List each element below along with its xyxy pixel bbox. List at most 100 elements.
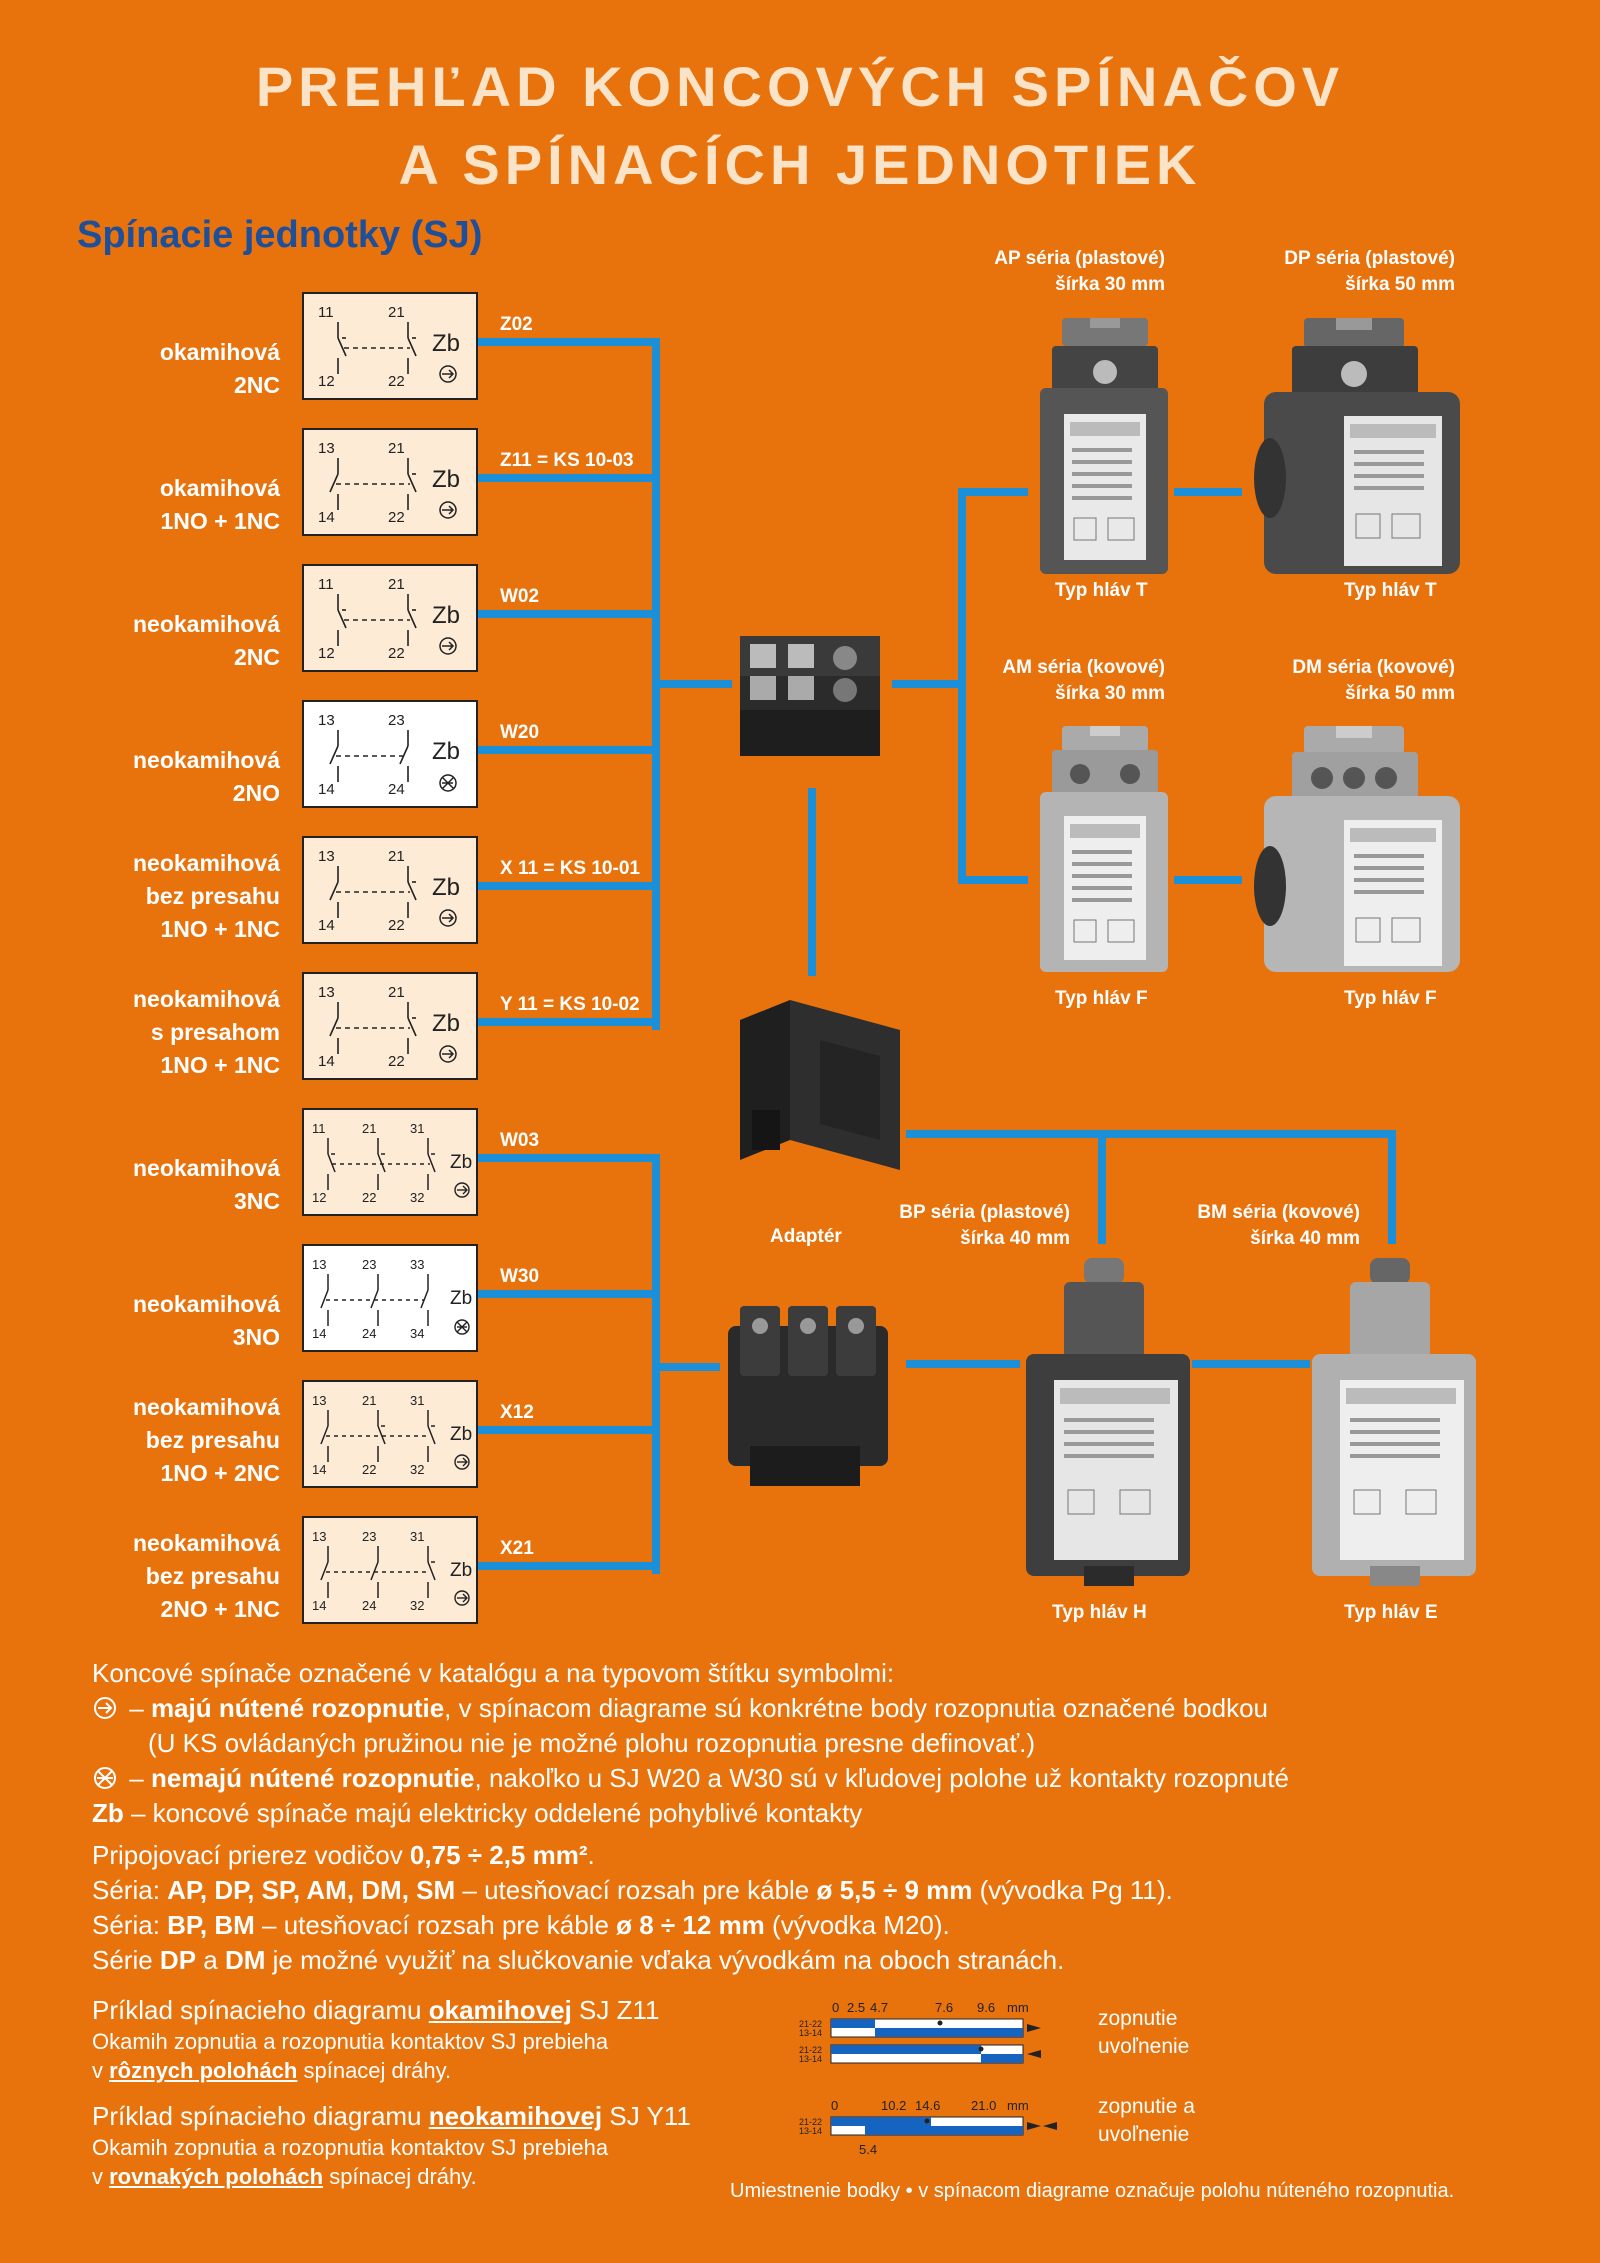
timeline-row-label: 13-14 bbox=[799, 2028, 822, 2038]
terminal-label: 22 bbox=[362, 1190, 376, 1205]
series-am-head: Typ hláv F bbox=[1055, 988, 1148, 1009]
param-series-bp: Séria: BP, BM – utesňovací rozsah pre ká… bbox=[92, 1910, 950, 1940]
terminal-label: 21 bbox=[362, 1393, 376, 1408]
unit-label-line: okamihová bbox=[159, 339, 280, 365]
series-dm-label: DM séria (kovové) šírka 50 mm bbox=[1205, 655, 1455, 707]
example-instant-line: Okamih zopnutia a rozopnutia kontaktov S… bbox=[92, 2029, 609, 2054]
terminal-label: 32 bbox=[410, 1190, 424, 1205]
timeline-tick: mm bbox=[1007, 2000, 1029, 2015]
contact-diagram-x12: 13 21 31 14 22 32 Zb bbox=[302, 1380, 478, 1488]
title-line-1: PREHĽAD KONCOVÝCH SPÍNAČOV bbox=[255, 55, 1345, 118]
example-instant-title: Príklad spínacieho diagramu okamihovej S… bbox=[92, 1995, 660, 2025]
notes-notforced-bold: nemajú nútené rozopnutie bbox=[150, 1763, 475, 1793]
unit-label-line: bez presahu bbox=[145, 883, 280, 909]
series-dp-head: Typ hláv T bbox=[1344, 580, 1437, 601]
unit-code: W20 bbox=[500, 722, 540, 743]
series-width: šírka 50 mm bbox=[1345, 683, 1455, 704]
notes-zb-rest: – koncové spínače majú elektricky oddele… bbox=[123, 1798, 863, 1828]
terminal-label: 12 bbox=[318, 373, 335, 390]
switch-ap-image bbox=[1040, 318, 1168, 574]
example-instant: Príklad spínacieho diagramu okamihovej S… bbox=[92, 1994, 732, 2085]
unit-label-line: neokamihová bbox=[133, 1394, 280, 1420]
unit-label-line: bez presahu bbox=[145, 1427, 280, 1453]
zb-mark: Zb bbox=[432, 602, 460, 629]
example-slow-line: Okamih zopnutia a rozopnutia kontaktov S… bbox=[92, 2135, 609, 2160]
section-heading: Spínacie jednotky (SJ) bbox=[77, 214, 483, 256]
terminal-label: 14 bbox=[318, 1053, 335, 1070]
notes-dash: – bbox=[129, 1693, 144, 1723]
unit-label: neokamihová 3NO bbox=[60, 1288, 280, 1354]
series-ap-label: AP séria (plastové) šírka 30 mm bbox=[915, 246, 1165, 298]
terminal-label: 22 bbox=[388, 645, 405, 662]
timeline-tick: 7.6 bbox=[935, 2000, 953, 2015]
unit-label: okamihová 2NC bbox=[60, 336, 280, 402]
terminal-label: 22 bbox=[388, 1053, 405, 1070]
terminal-label: 13 bbox=[312, 1529, 326, 1544]
unit-label-line: neokamihová bbox=[133, 747, 280, 773]
unit-label: neokamihová bez presahu 1NO + 1NC bbox=[60, 847, 280, 946]
terminal-label: 32 bbox=[410, 1598, 424, 1613]
zb-mark: Zb bbox=[450, 1288, 472, 1309]
unit-label-line: neokamihová bbox=[133, 1155, 280, 1181]
terminal-label: 13 bbox=[312, 1257, 326, 1272]
terminal-label: 21 bbox=[388, 848, 405, 865]
example-slow-line: v rovnakých polohách spínacej dráhy. bbox=[92, 2164, 477, 2189]
contact-diagram-w02: 11 21 12 22 Zb bbox=[302, 564, 478, 672]
notes-zb-bold: Zb bbox=[92, 1798, 124, 1828]
terminal-label: 21 bbox=[388, 440, 405, 457]
timeline-tick: 4.7 bbox=[870, 2000, 888, 2015]
timeline-tick: 2.5 bbox=[847, 2000, 865, 2015]
unit-label: neokamihová 3NC bbox=[60, 1152, 280, 1218]
unit-code: W30 bbox=[500, 1266, 540, 1287]
terminal-label: 11 bbox=[318, 576, 334, 593]
timeline-row-label: 21-22 bbox=[799, 2045, 822, 2055]
unit-label-line: 1NO + 1NC bbox=[160, 916, 280, 942]
terminal-label: 12 bbox=[318, 645, 335, 662]
unit-code: X12 bbox=[500, 1402, 534, 1423]
param-looping: Série DP a DM je možné využiť na slučkov… bbox=[92, 1945, 1065, 1975]
forced-opening-icon bbox=[439, 501, 457, 519]
switching-timeline-y11: 0 10.2 14.6 21.0 mm 5.4 21-22 13-14 bbox=[799, 2098, 1057, 2156]
timeline2-labels: zopnutie a uvoľnenie bbox=[1098, 2093, 1195, 2149]
unit-label-line: 2NO + 1NC bbox=[160, 1596, 280, 1622]
timeline-tick: 0 bbox=[831, 2098, 838, 2113]
terminal-label: 11 bbox=[312, 1121, 326, 1136]
forced-opening-icon bbox=[454, 1182, 470, 1198]
zb-mark: Zb bbox=[432, 1010, 460, 1037]
terminal-label: 14 bbox=[318, 781, 335, 798]
switching-timeline-z11: 0 2.5 4.7 7.6 9.6 mm 21-22 13-14 21-22 1… bbox=[799, 2000, 1041, 2064]
footnote: Umiestnenie bodky • v spínacom diagrame … bbox=[730, 2180, 1455, 2202]
terminal-label: 24 bbox=[362, 1598, 376, 1613]
timeline-tick: 21.0 bbox=[971, 2098, 996, 2113]
no-forced-opening-icon bbox=[454, 1319, 470, 1335]
unit-label-line: bez presahu bbox=[145, 1563, 280, 1589]
terminal-label: 14 bbox=[312, 1326, 326, 1341]
no-forced-opening-icon bbox=[439, 774, 457, 792]
timeline-tick: 5.4 bbox=[859, 2142, 877, 2156]
series-bm-head: Typ hláv E bbox=[1344, 1602, 1438, 1623]
timeline-tick: 0 bbox=[832, 2000, 839, 2015]
unit-label: neokamihová bez presahu 1NO + 2NC bbox=[60, 1391, 280, 1490]
unit-label-line: 2NO bbox=[232, 780, 280, 806]
unit-label-line: 3NO bbox=[232, 1324, 280, 1350]
notes-intro: Koncové spínače označené v katalógu a na… bbox=[92, 1658, 895, 1688]
contact-diagram-x21: 13 23 31 14 24 32 Zb bbox=[302, 1516, 478, 1624]
notes-forced-sub: (U KS ovládaných pružinou nie je možné p… bbox=[148, 1728, 1036, 1758]
unit-label: neokamihová s presahom 1NO + 1NC bbox=[60, 983, 280, 1082]
terminal-label: 13 bbox=[318, 848, 335, 865]
timeline-tick: mm bbox=[1007, 2098, 1029, 2113]
terminal-label: 33 bbox=[410, 1257, 424, 1272]
param-series-ap: Séria: AP, DP, SP, AM, DM, SM – utesňova… bbox=[92, 1875, 1173, 1905]
series-width: šírka 40 mm bbox=[1250, 1228, 1360, 1249]
contact-diagram-z02: 11 21 12 22 Zb bbox=[302, 292, 478, 400]
notes-forced-bold: majú nútené rozopnutie bbox=[150, 1693, 445, 1723]
example-slow: Príklad spínacieho diagramu neokamihovej… bbox=[92, 2100, 732, 2191]
terminal-label: 23 bbox=[362, 1529, 376, 1544]
series-bp-label: BP séria (plastové) šírka 40 mm bbox=[820, 1200, 1070, 1252]
terminal-label: 22 bbox=[388, 373, 405, 390]
zb-mark: Zb bbox=[450, 1424, 472, 1445]
terminal-label: 14 bbox=[312, 1598, 326, 1613]
series-bp-head: Typ hláv H bbox=[1052, 1602, 1147, 1623]
terminal-label: 13 bbox=[318, 440, 335, 457]
